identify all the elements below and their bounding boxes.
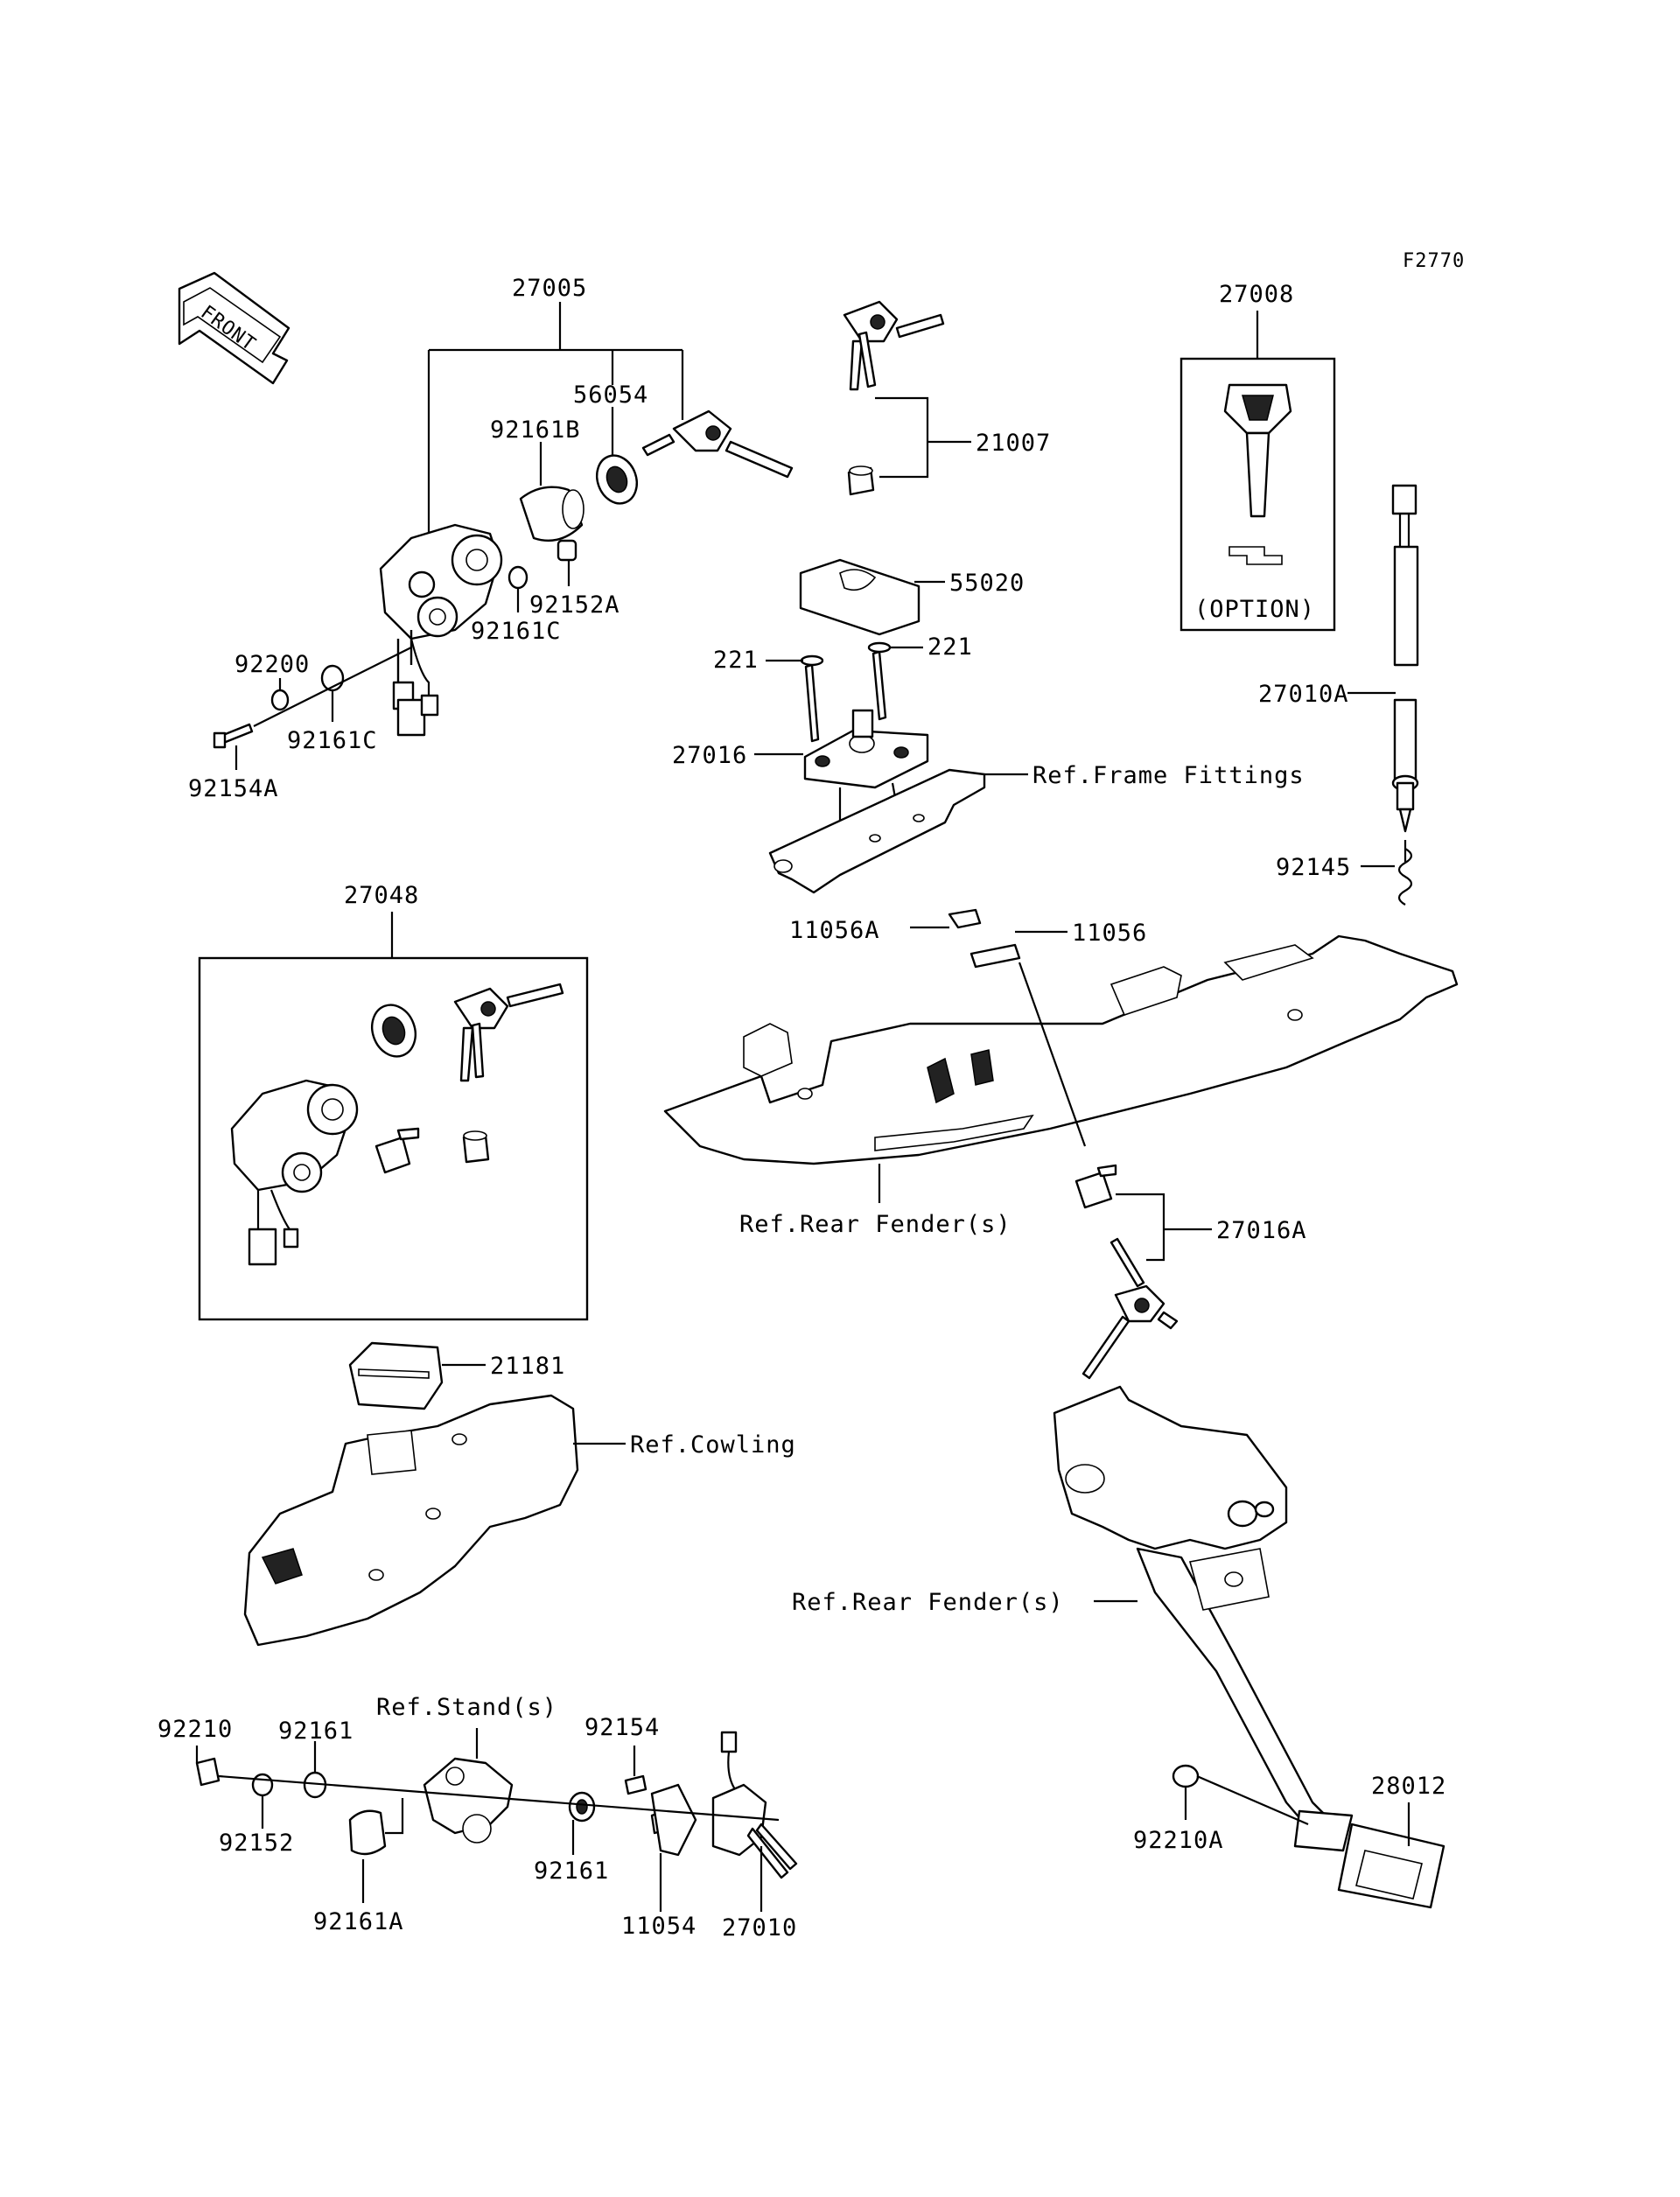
lock-27016A [1074,1164,1212,1380]
label-27048: 27048 [344,882,419,909]
label-28012: 28012 [1371,1773,1446,1800]
key-icon [641,409,794,479]
label-92200: 92200 [234,651,310,678]
label-92152: 92152 [219,1830,294,1857]
label-55020: 55020 [949,570,1025,597]
label-92161C-a: 92161C [471,618,562,645]
option-label: (OPTION) [1194,596,1315,623]
frame-fittings-bracket [768,768,1028,894]
leaders-27005 [234,302,684,770]
switch-27010A [1348,484,1419,862]
bolt-92154A [213,723,254,749]
label-221-a: 221 [713,647,759,674]
label-11056: 11056 [1072,920,1147,947]
label-92161C-b: 92161C [287,727,378,754]
bracket-27016 [754,709,929,832]
relay-21181 [348,1341,486,1410]
label-92145: 92145 [1276,854,1351,881]
rear-fender-lower [1053,1385,1446,1909]
ignition-switch-assembly [379,523,503,737]
screws-221 [766,641,923,743]
label-92154: 92154 [584,1714,660,1741]
ref-cowling: Ref.Cowling [630,1431,796,1459]
cover-55020 [799,558,945,636]
kit-box-27048 [198,956,589,1321]
label-221-b: 221 [928,633,973,661]
spring-92145-icon [1361,848,1413,906]
seal-56054 [596,454,638,505]
stand-switch-group [195,1728,798,1912]
label-11054: 11054 [621,1913,696,1940]
washer-92152A [556,539,578,562]
label-21007: 21007 [976,430,1051,457]
label-27005: 27005 [512,275,587,302]
front-arrow-icon: FRONT [178,271,290,385]
ref-rear-fender-1: Ref.Rear Fender(s) [739,1211,1012,1238]
label-92161A: 92161A [313,1908,404,1935]
label-92210: 92210 [158,1716,233,1743]
label-27010A: 27010A [1258,681,1349,708]
label-27016: 27016 [672,742,747,769]
label-27008: 27008 [1219,281,1294,308]
figure-code: F2770 [1403,250,1465,272]
bracket-92161B [519,486,584,542]
washer-92161C [508,565,528,590]
key-set-21007 [843,300,971,496]
option-key-box: (OPTION) [1180,311,1336,632]
ref-rear-fender-2: Ref.Rear Fender(s) [792,1589,1064,1616]
cowling-bracket [243,1394,626,1647]
ref-stand: Ref.Stand(s) [376,1694,557,1721]
label-92154A: 92154A [188,775,279,802]
label-21181: 21181 [490,1353,565,1380]
label-92161-b: 92161 [534,1858,609,1885]
label-92210A: 92210A [1133,1827,1224,1854]
label-92161-a: 92161 [278,1718,354,1745]
label-27016A: 27016A [1216,1217,1307,1244]
label-27010: 27010 [722,1914,797,1942]
nut-92210A [1172,1764,1309,1826]
rear-fender-upper [663,934,1459,1165]
label-92152A: 92152A [529,591,620,619]
washer-92200 [270,664,345,711]
label-11056A: 11056A [789,917,880,944]
ref-frame-fittings: Ref.Frame Fittings [1032,762,1305,789]
clip-11056 [910,908,1087,1147]
label-92161B: 92161B [490,416,581,444]
label-56054: 56054 [573,381,648,409]
